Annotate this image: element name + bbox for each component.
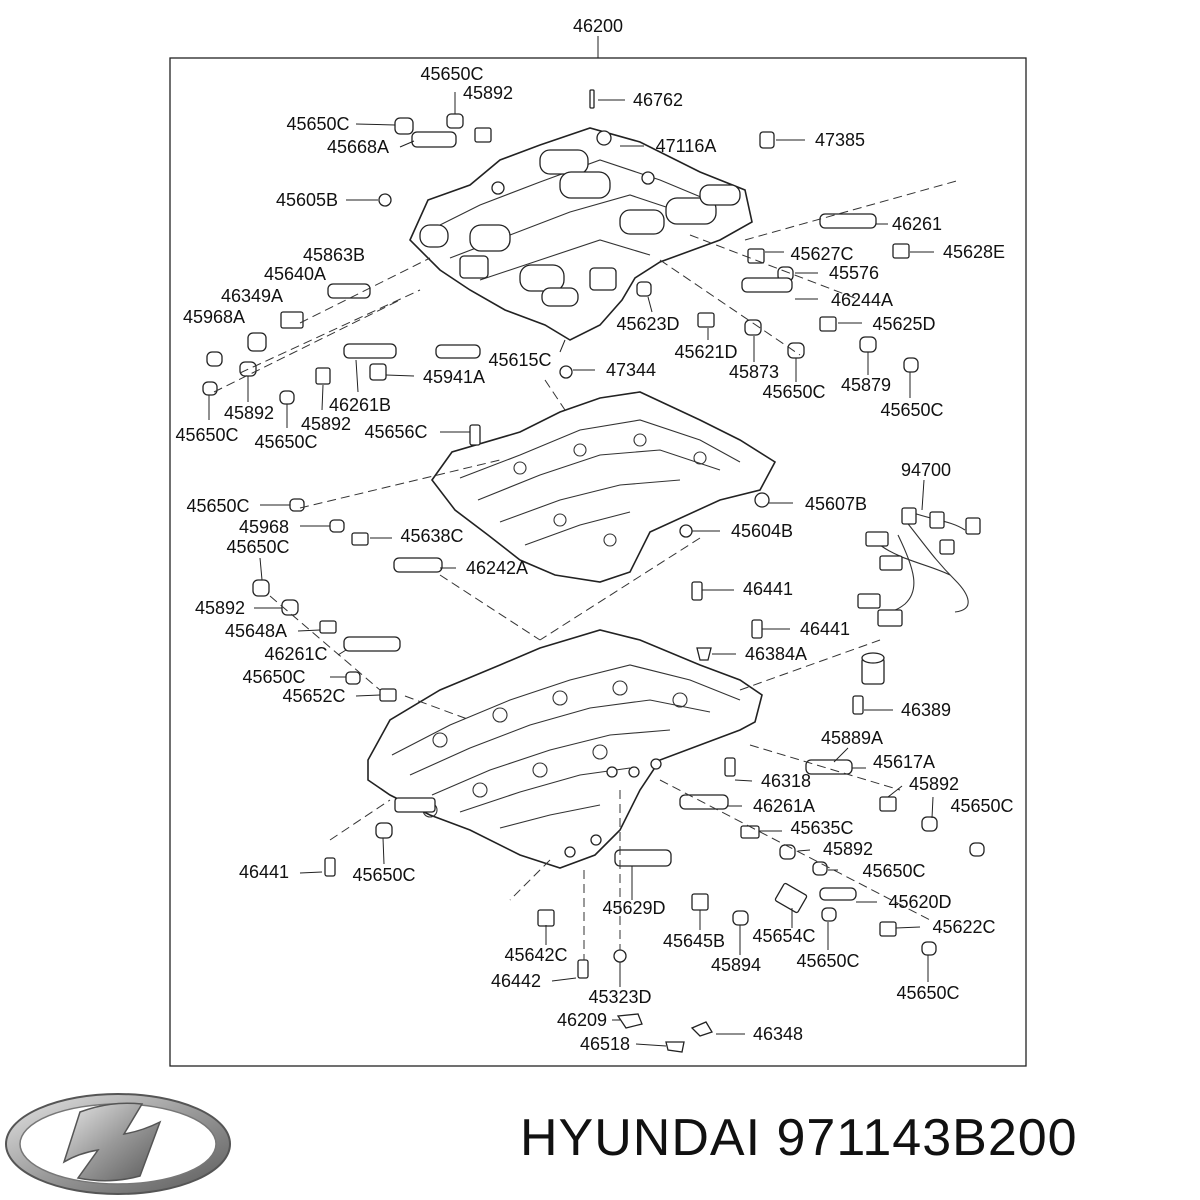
part-label: 45892 xyxy=(463,83,513,103)
part-label: 45873 xyxy=(729,362,779,382)
part-label: 45656C xyxy=(364,422,427,442)
part-label: 45638C xyxy=(400,526,463,546)
part-label: 45968A xyxy=(183,307,245,327)
part-label: 45650C xyxy=(352,865,415,885)
part-label: 45576 xyxy=(829,263,879,283)
part-label: 45642C xyxy=(504,945,567,965)
part-label: 45941A xyxy=(423,367,485,387)
part-label: 46209 xyxy=(557,1010,607,1030)
part-label: 46261B xyxy=(329,395,391,415)
sensor-46389 xyxy=(861,652,885,685)
part-label: 45623D xyxy=(616,314,679,334)
separator-plate xyxy=(431,391,777,583)
part-label: 45650C xyxy=(186,496,249,516)
alignment-lines xyxy=(213,179,961,960)
part-label: 45615C xyxy=(488,350,551,370)
part-label: 45650C xyxy=(242,667,305,687)
part-label: 45650C xyxy=(226,537,289,557)
part-label: 46349A xyxy=(221,286,283,306)
part-label: 45968 xyxy=(239,517,289,537)
part-label: 45892 xyxy=(909,774,959,794)
brand-part-number: HYUNDAI 971143B200 xyxy=(520,1109,1078,1167)
part-label: 45629D xyxy=(602,898,665,918)
part-label: 45650C xyxy=(762,382,825,402)
part-label: 45628E xyxy=(943,242,1005,262)
assembly-label: 46200 xyxy=(573,16,623,36)
part-label: 46242A xyxy=(466,558,528,578)
part-label: 45650C xyxy=(286,114,349,134)
part-label: 45650C xyxy=(950,796,1013,816)
part-label: 46442 xyxy=(491,971,541,991)
small-parts xyxy=(202,89,985,1053)
part-label: 45620D xyxy=(888,892,951,912)
part-label: 45605B xyxy=(276,190,338,210)
part-label: 45879 xyxy=(841,375,891,395)
part-label: 45894 xyxy=(711,955,761,975)
part-label: 45650C xyxy=(880,400,943,420)
lower-valve-body xyxy=(367,629,763,869)
part-label: 45650C xyxy=(796,951,859,971)
part-label: 45323D xyxy=(588,987,651,1007)
part-label: 46441 xyxy=(743,579,793,599)
part-label: 45627C xyxy=(790,244,853,264)
part-label: 45640A xyxy=(264,264,326,284)
part-label: 45617A xyxy=(873,752,935,772)
part-label: 45645B xyxy=(663,931,725,951)
part-label: 45648A xyxy=(225,621,287,641)
part-label: 47385 xyxy=(815,130,865,150)
part-label: 46518 xyxy=(580,1034,630,1054)
part-label: 47344 xyxy=(606,360,656,380)
part-label: 45668A xyxy=(327,137,389,157)
part-label: 45652C xyxy=(282,686,345,706)
upper-valve-body xyxy=(409,127,753,341)
part-label: 45892 xyxy=(823,839,873,859)
part-label: 46441 xyxy=(800,619,850,639)
part-label: 47116A xyxy=(656,136,717,156)
leader-lines xyxy=(208,92,934,1047)
part-label: 45892 xyxy=(195,598,245,618)
part-label: 45892 xyxy=(301,414,351,434)
part-label: 46261C xyxy=(264,644,327,664)
part-label: 94700 xyxy=(901,460,951,480)
part-label: 45622C xyxy=(932,917,995,937)
part-label: 46261A xyxy=(753,796,815,816)
part-label: 46389 xyxy=(901,700,951,720)
part-label: 45863B xyxy=(303,245,365,265)
part-label: 45650C xyxy=(420,64,483,84)
part-label: 46261 xyxy=(892,214,942,234)
part-label: 46244A xyxy=(831,290,893,310)
part-label: 45604B xyxy=(731,521,793,541)
part-label: 45635C xyxy=(790,818,853,838)
part-label: 46348 xyxy=(753,1024,803,1044)
part-label: 46762 xyxy=(633,90,683,110)
part-label: 45607B xyxy=(805,494,867,514)
part-label: 46318 xyxy=(761,771,811,791)
part-label: 45889A xyxy=(821,728,883,748)
part-labels: 45650C 45892 46762 45650C 47116A 47385 4… xyxy=(175,64,1013,1054)
part-label: 46384A xyxy=(745,644,807,664)
part-label: 46441 xyxy=(239,862,289,882)
part-label: 45621D xyxy=(674,342,737,362)
wiring-harness xyxy=(857,507,981,627)
part-label: 45654C xyxy=(752,926,815,946)
part-label: 45650C xyxy=(862,861,925,881)
part-label: 45892 xyxy=(224,403,274,423)
part-label: 45650C xyxy=(175,425,238,445)
part-label: 45650C xyxy=(254,432,317,452)
part-label: 45650C xyxy=(896,983,959,1003)
hyundai-logo-icon xyxy=(5,1093,231,1195)
part-label: 45625D xyxy=(872,314,935,334)
